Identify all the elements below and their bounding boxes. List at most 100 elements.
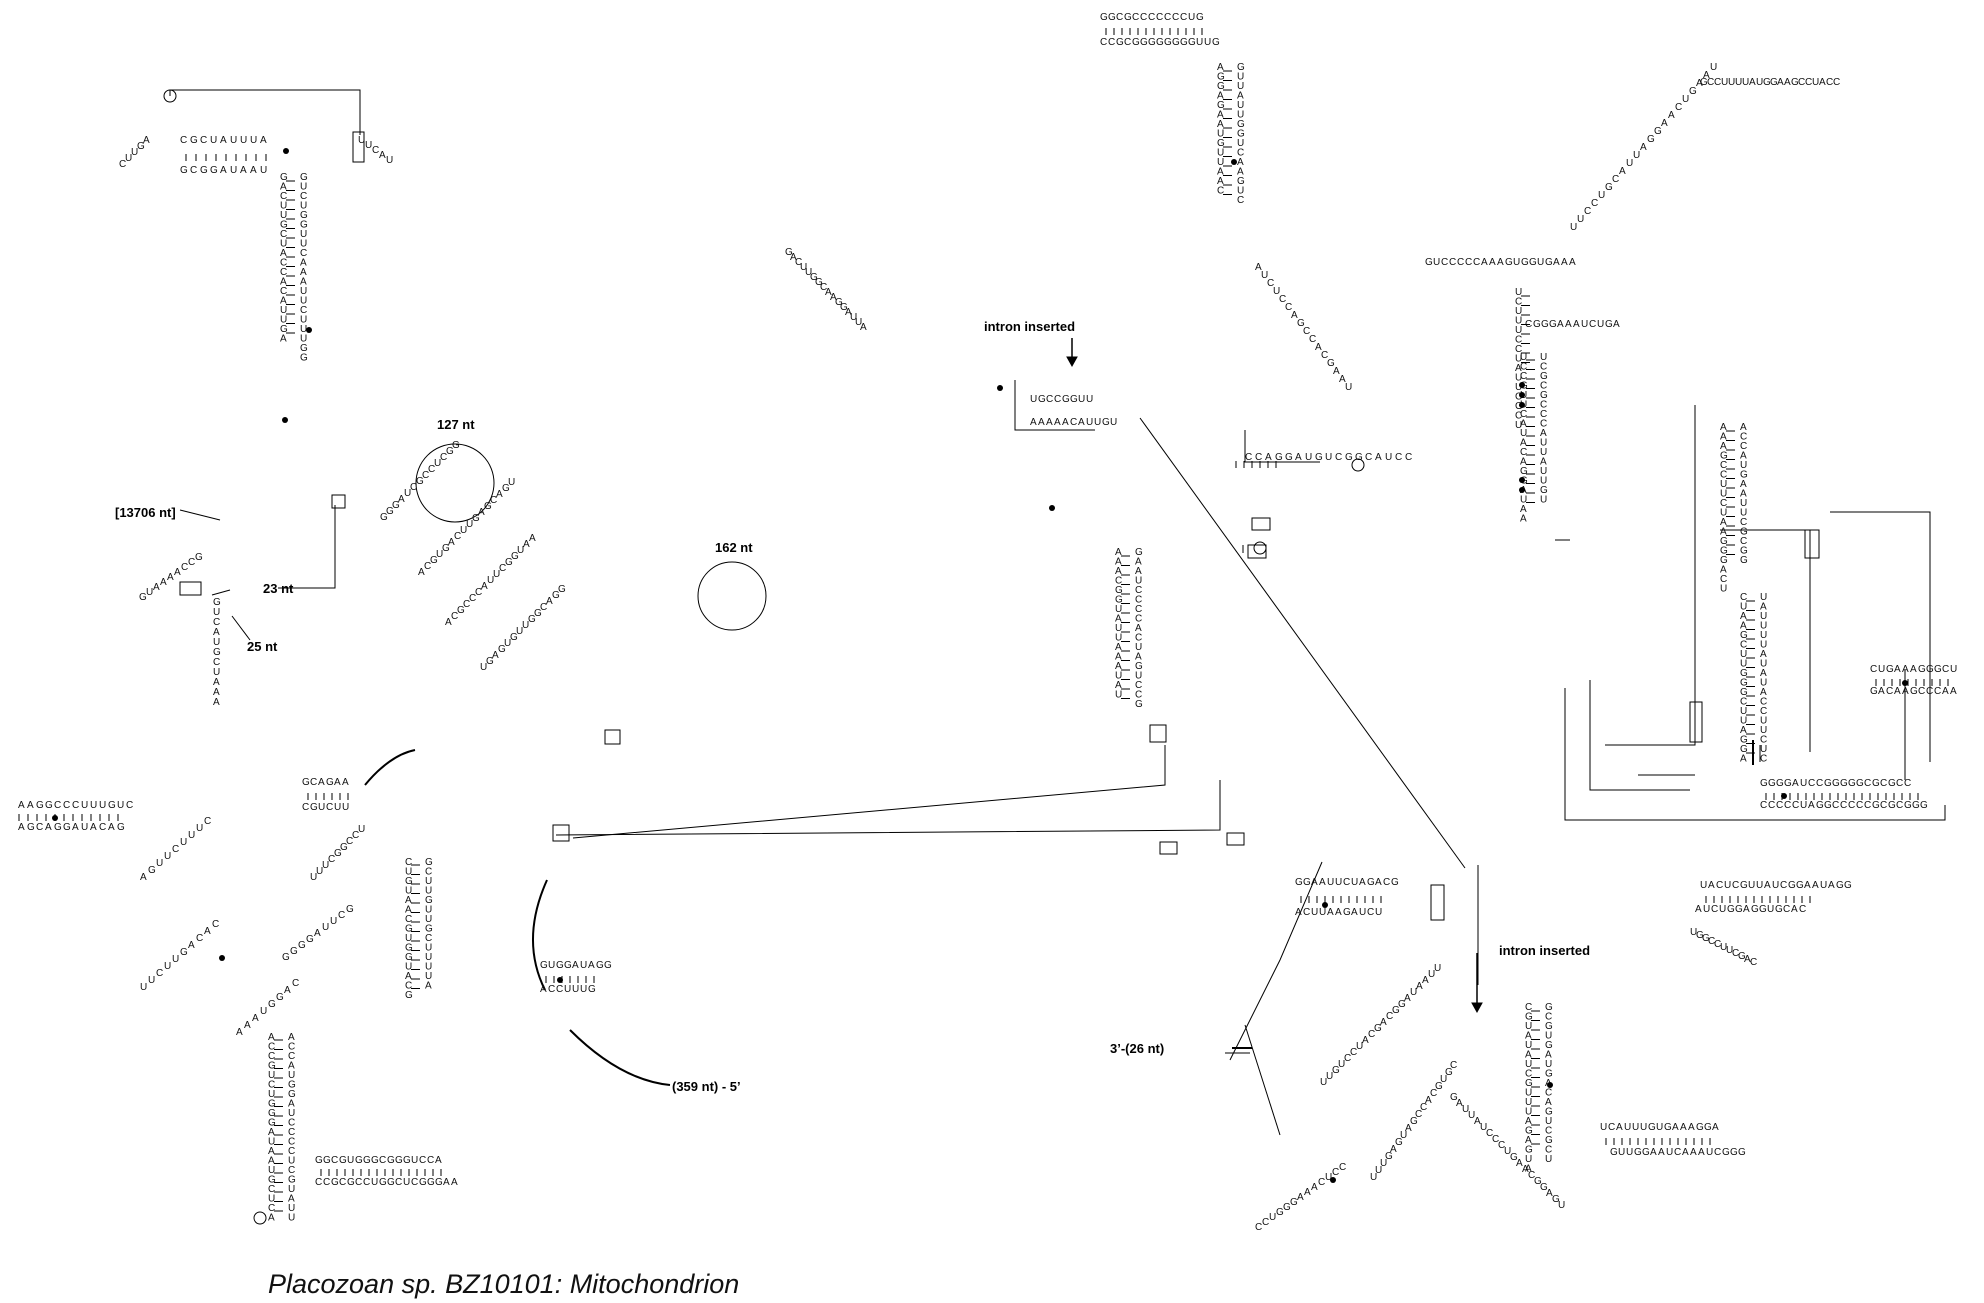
nucleotide: G — [1410, 1116, 1418, 1127]
nucleotide: U — [1760, 744, 1767, 755]
nucleotide: C — [1172, 12, 1179, 23]
nucleotide: U — [322, 922, 329, 933]
nucleotide: G — [1164, 37, 1172, 48]
nucleotide: U — [405, 962, 412, 973]
nucleotide: A — [529, 533, 536, 544]
sequence-h56: GCGUGAUGACAGUCGCU — [1545, 1002, 1553, 1165]
nucleotide: U — [1706, 1147, 1713, 1158]
nucleotide: G — [1605, 319, 1613, 330]
nucleotide: C — [1732, 880, 1739, 891]
nucleotide: U — [280, 315, 287, 326]
nucleotide: U — [1515, 325, 1522, 336]
nucleotide: U — [1760, 659, 1767, 670]
nucleotide: C — [1054, 394, 1061, 405]
nucleotide: A — [478, 507, 485, 518]
nucleotide: U — [1525, 1088, 1532, 1099]
nucleotide: A — [1333, 366, 1340, 377]
nucleotide: U — [1135, 671, 1142, 682]
nucleotide: C — [540, 602, 547, 613]
nucleotide: A — [1894, 664, 1901, 675]
nucleotide: C — [1832, 800, 1839, 811]
nucleotide: C — [1714, 77, 1721, 88]
nucleotide: G — [195, 552, 203, 563]
nucleotide: U — [300, 315, 307, 326]
nucleotide: C — [268, 1042, 275, 1053]
nucleotide: A — [1540, 457, 1547, 468]
nucleotide: U — [1515, 420, 1522, 431]
nucleotide: G — [1784, 778, 1792, 789]
nucleotide: G — [1172, 37, 1180, 48]
nucleotide: G — [1738, 1147, 1746, 1158]
nucleotide: C — [1612, 174, 1619, 185]
nucleotide: C — [1515, 392, 1522, 403]
nucleotide: C — [1405, 452, 1412, 463]
nucleotide: U — [1269, 1212, 1276, 1223]
nucleotide: A — [1553, 257, 1560, 268]
nucleotide: U — [1633, 150, 1640, 161]
nucleotide: C — [419, 1155, 426, 1166]
nucleotide: A — [1038, 417, 1045, 428]
nucleotide: U — [300, 324, 307, 335]
nucleotide: A — [1030, 417, 1037, 428]
nucleotide: A — [268, 1032, 275, 1043]
nucleotide: G — [1332, 1065, 1340, 1076]
nucleotide: G — [1740, 678, 1748, 689]
nucleotide: G — [405, 990, 413, 1001]
nucleotide: A — [1819, 77, 1826, 88]
nucleotide: C — [1720, 498, 1727, 509]
nucleotide: U — [1878, 664, 1885, 675]
nucleotide: A — [143, 135, 150, 146]
nucleotide: A — [167, 572, 174, 583]
nucleotide: G — [505, 557, 513, 568]
nucleotide: A — [252, 1013, 259, 1024]
nucleotide: C — [1880, 778, 1887, 789]
nucleotide: C — [1740, 640, 1747, 651]
nucleotide: U — [434, 458, 441, 469]
nucleotide: C — [1318, 1177, 1325, 1188]
nucleotide: A — [1569, 257, 1576, 268]
nucleotide: U — [1626, 1147, 1633, 1158]
nucleotide: C — [490, 495, 497, 506]
nucleotide: A — [1115, 547, 1122, 558]
label-25-nt: 25 nt — [247, 639, 278, 654]
nucleotide: G — [117, 822, 125, 833]
nucleotide: U — [81, 800, 88, 811]
nucleotide: G — [282, 952, 290, 963]
nucleotide: U — [1504, 1146, 1511, 1157]
nucleotide: U — [164, 851, 171, 862]
nucleotide: U — [1217, 129, 1224, 140]
nucleotide: G — [425, 895, 433, 906]
nucleotide: G — [1100, 12, 1108, 23]
nucleotide: G — [268, 1108, 276, 1119]
nucleotide: A — [1902, 664, 1909, 675]
nucleotide: A — [1520, 438, 1527, 449]
nucleotide: U — [268, 1194, 275, 1205]
nucleotide: C — [1674, 1147, 1681, 1158]
nucleotide: C — [1520, 409, 1527, 420]
nucleotide: G — [1934, 664, 1942, 675]
nucleotide: C — [1886, 686, 1893, 697]
nucleotide: U — [1682, 94, 1689, 105]
nucleotide: A — [1115, 680, 1122, 691]
nucleotide: C — [99, 822, 106, 833]
nucleotide: G — [1760, 778, 1768, 789]
nucleotide: A — [1489, 257, 1496, 268]
nucleotide: C — [463, 599, 470, 610]
nucleotide: G — [63, 822, 71, 833]
nucleotide: C — [425, 867, 432, 878]
nucleotide: U — [1760, 611, 1767, 622]
nucleotide: U — [156, 858, 163, 869]
nucleotide: G — [1848, 778, 1856, 789]
nucleotide: A — [1425, 1095, 1432, 1106]
nucleotide: G — [1237, 129, 1245, 140]
